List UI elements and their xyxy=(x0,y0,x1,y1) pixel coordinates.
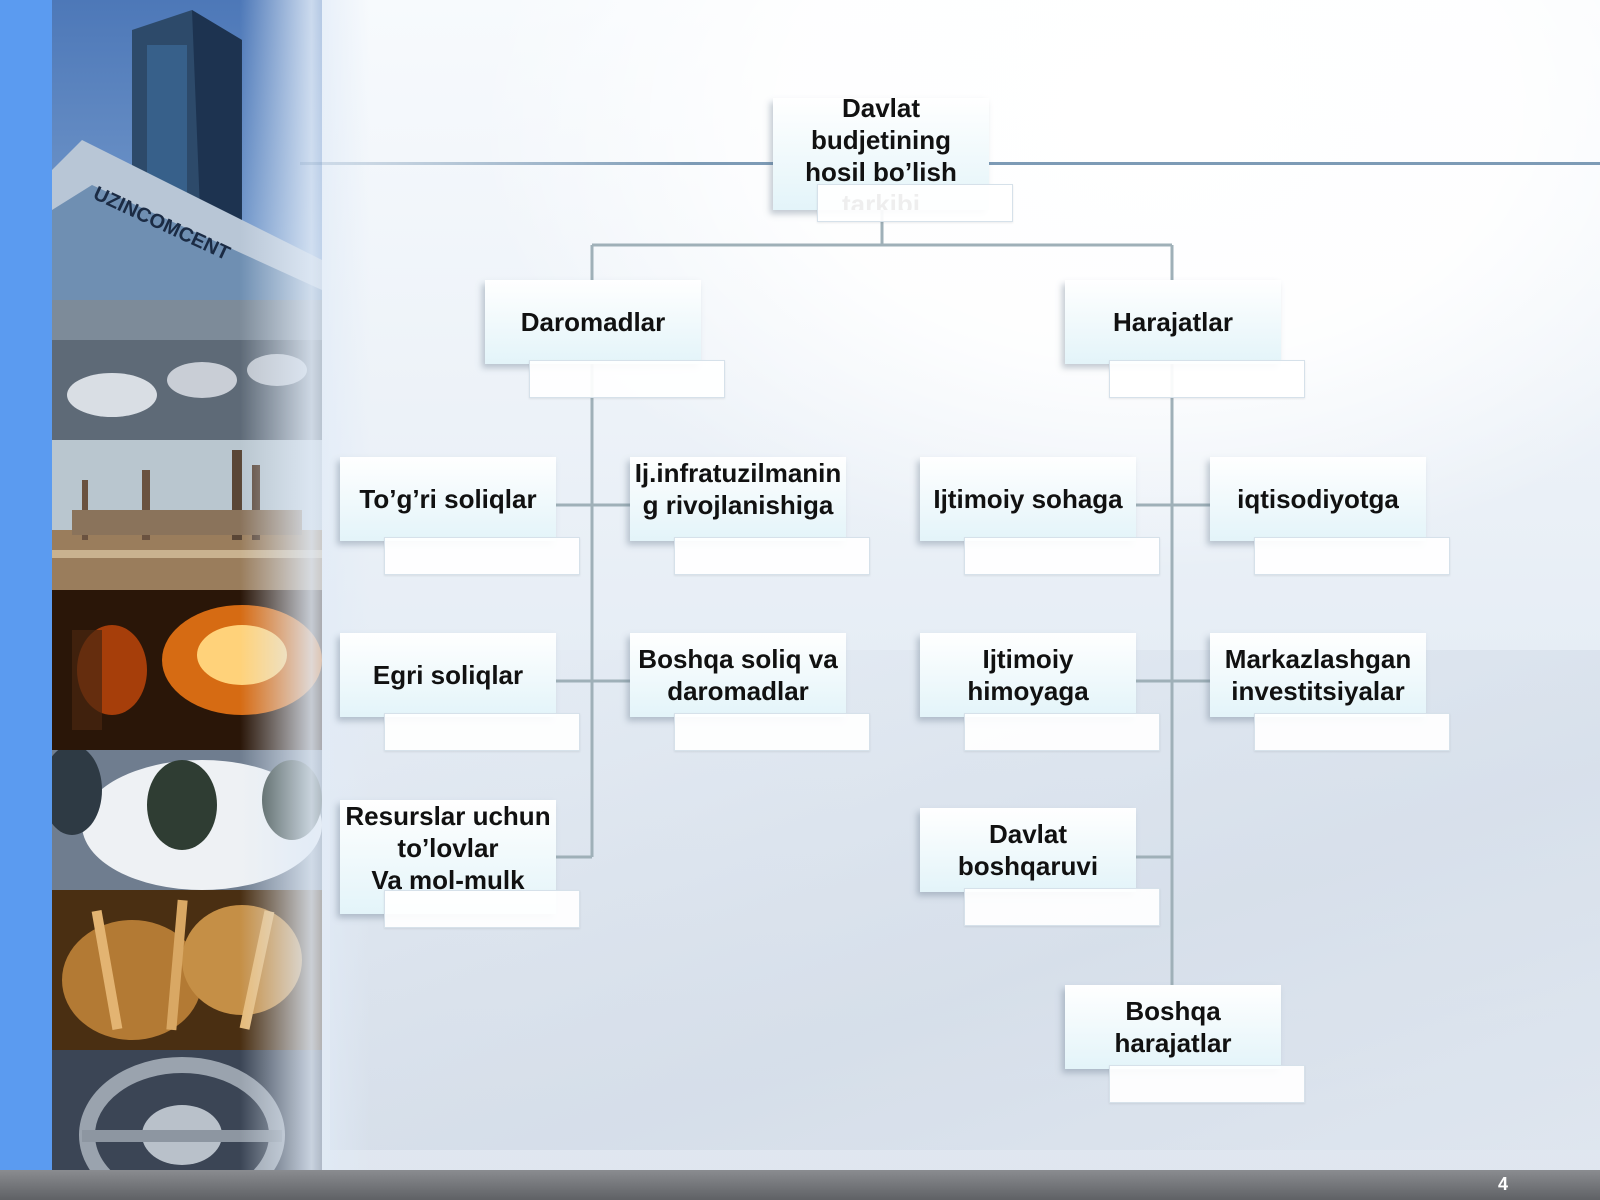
revenue-item-tab xyxy=(674,537,870,575)
root-label: Davlat budjetining hosil bo’lish tarkibi xyxy=(805,98,957,210)
expense-item-label: Boshqa harajatlar xyxy=(1114,996,1232,1058)
expense-item-box: Markazlashgan investitsiyalar xyxy=(1210,633,1426,717)
expense-item-box: Boshqa harajatlar xyxy=(1065,985,1281,1069)
expense-item-box: Ijtimoiy sohaga xyxy=(920,457,1136,541)
footer-bar xyxy=(0,1170,1600,1200)
revenue-item-box: Egri soliqlar xyxy=(340,633,556,717)
revenue-item-box: Resurslar uchun to’lovlar Va mol-mulk xyxy=(340,800,556,914)
expense-item-label: Markazlashgan investitsiyalar xyxy=(1224,644,1412,706)
revenue-item-label: To’g’ri soliqlar xyxy=(359,484,537,514)
page-number: 4 xyxy=(1497,1174,1508,1194)
revenue-header-label: Daromadlar xyxy=(520,307,666,337)
expense-item: Davlat boshqaruvi xyxy=(920,808,1160,926)
revenue-item: Ij.infratuzilmaning rivojlanishiga xyxy=(630,457,870,575)
revenue-header-node: Daromadlar xyxy=(485,280,725,398)
expenses-header-box: Harajatlar xyxy=(1065,280,1281,364)
expense-item-box: Ijtimoiy himoyaga xyxy=(920,633,1136,717)
expense-item-label: Davlat boshqaruvi xyxy=(957,819,1099,881)
revenue-item-box: To’g’ri soliqlar xyxy=(340,457,556,541)
revenue-header-tab xyxy=(529,360,725,398)
revenue-item: Resurslar uchun to’lovlar Va mol-mulk xyxy=(340,800,580,928)
expense-item-box: Davlat boshqaruvi xyxy=(920,808,1136,892)
expense-item: Markazlashgan investitsiyalar xyxy=(1210,633,1450,751)
photo-fade-overlay xyxy=(240,0,370,1170)
expense-item: Boshqa harajatlar xyxy=(1065,985,1305,1103)
expense-item-label: Ijtimoiy himoyaga xyxy=(967,644,1089,706)
revenue-item-box: Ij.infratuzilmaning rivojlanishiga xyxy=(630,457,846,541)
revenue-item: To’g’ri soliqlar xyxy=(340,457,580,575)
expense-item-tab xyxy=(1254,713,1450,751)
expense-item-tab xyxy=(1109,1065,1305,1103)
revenue-item-tab xyxy=(384,890,580,928)
revenue-item-tab xyxy=(674,713,870,751)
expense-item-label: Ijtimoiy sohaga xyxy=(933,484,1123,514)
expense-item-tab xyxy=(964,888,1160,926)
revenue-item-box: Boshqa soliq va daromadlar xyxy=(630,633,846,717)
expenses-header-node: Harajatlar xyxy=(1065,280,1305,398)
revenue-item: Egri soliqlar xyxy=(340,633,580,751)
revenue-item-tab xyxy=(384,713,580,751)
root-node: Davlat budjetining hosil bo’lish tarkibi xyxy=(773,98,1013,222)
expenses-header-tab xyxy=(1109,360,1305,398)
root-tab xyxy=(817,184,1013,222)
expense-item: Ijtimoiy himoyaga xyxy=(920,633,1160,751)
revenue-item-label: Resurslar uchun to’lovlar Va mol-mulk xyxy=(345,801,551,895)
expenses-header-label: Harajatlar xyxy=(1113,307,1233,337)
expense-item-box: iqtisodiyotga xyxy=(1210,457,1426,541)
revenue-item-label: Boshqa soliq va daromadlar xyxy=(638,644,838,706)
revenue-item-tab xyxy=(384,537,580,575)
left-accent-stripe xyxy=(0,0,52,1170)
expense-item-tab xyxy=(964,713,1160,751)
revenue-header-box: Daromadlar xyxy=(485,280,701,364)
expense-item-tab xyxy=(964,537,1160,575)
revenue-item-label: Egri soliqlar xyxy=(372,660,524,690)
expense-item-tab xyxy=(1254,537,1450,575)
revenue-item: Boshqa soliq va daromadlar xyxy=(630,633,870,751)
expense-item-label: iqtisodiyotga xyxy=(1237,484,1399,514)
expense-item: Ijtimoiy sohaga xyxy=(920,457,1160,575)
revenue-item-label: Ij.infratuzilmaning rivojlanishiga xyxy=(634,458,842,520)
expense-item: iqtisodiyotga xyxy=(1210,457,1450,575)
